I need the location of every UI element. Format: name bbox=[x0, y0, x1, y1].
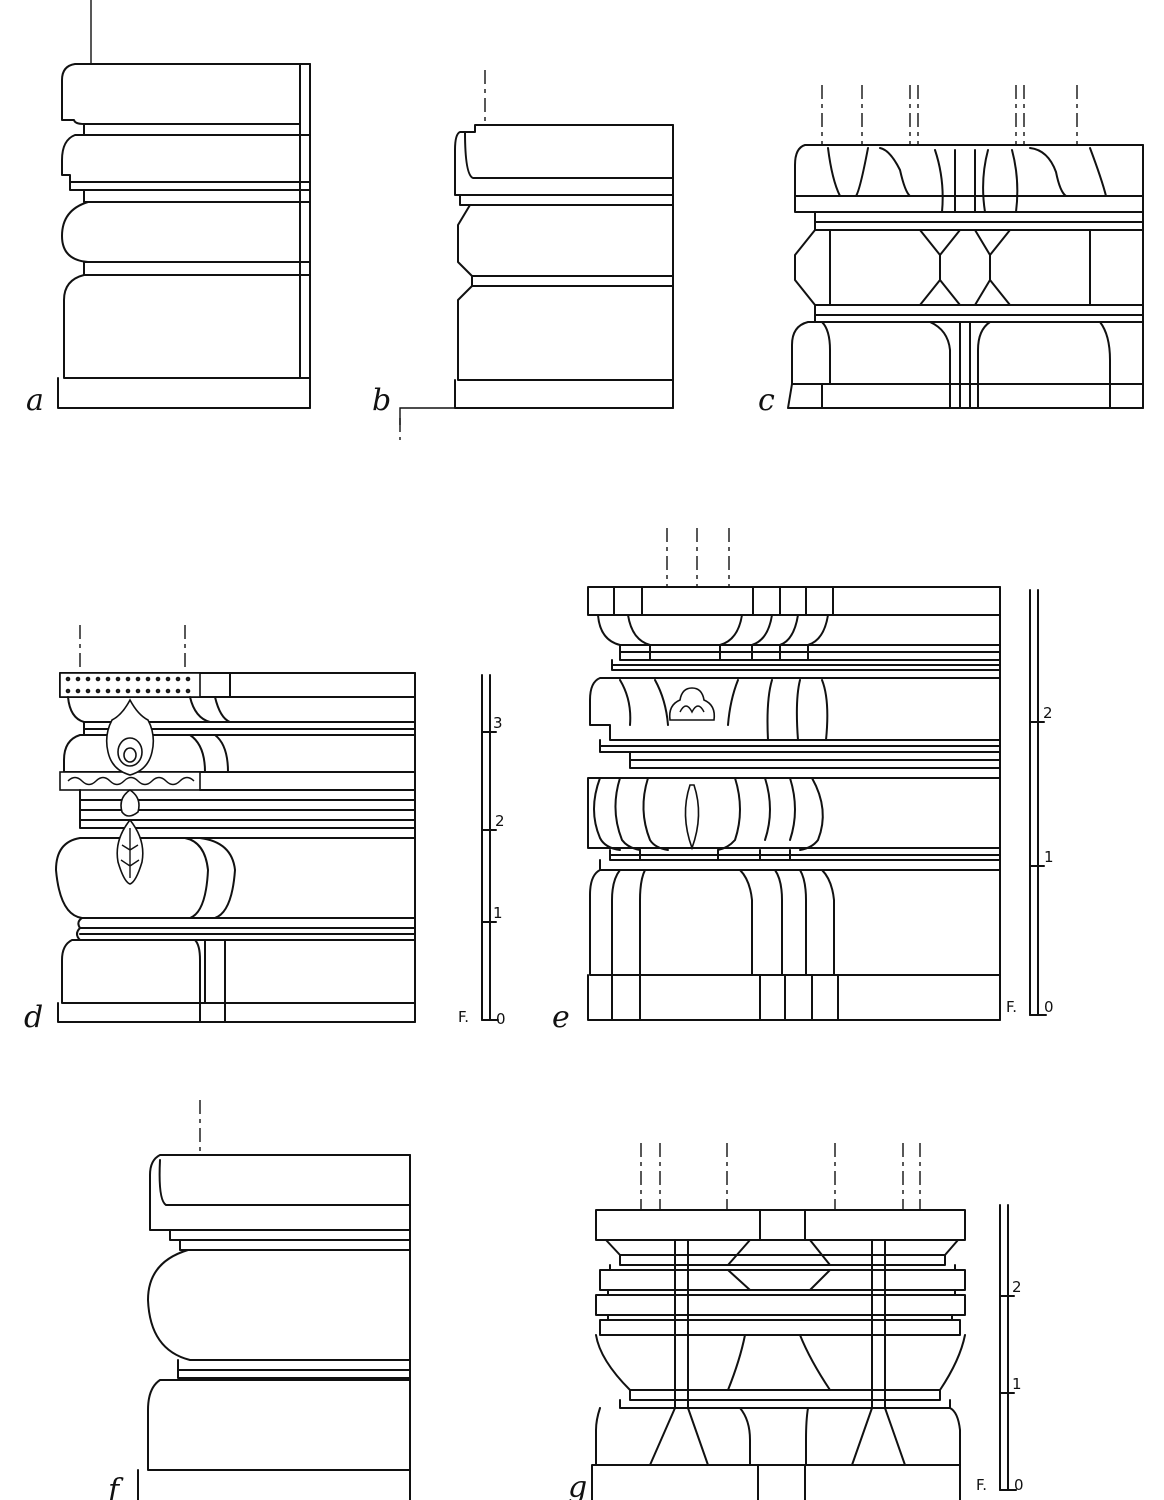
molding-profile-a bbox=[57, 0, 311, 409]
scale-d-zero: 0 bbox=[496, 1010, 506, 1028]
scale-bar-g bbox=[999, 1204, 1017, 1491]
scale-e-tick-1: 1 bbox=[1044, 848, 1054, 866]
molding-profile-d bbox=[55, 625, 416, 1023]
scale-d-prefix: F. bbox=[458, 1008, 469, 1026]
figure-label-f: f bbox=[106, 1473, 124, 1500]
scale-e-tick-2: 2 bbox=[1043, 704, 1053, 722]
molding-profile-b bbox=[399, 70, 674, 440]
scale-g-tick-1: 1 bbox=[1012, 1375, 1022, 1393]
scale-g-zero: 0 bbox=[1014, 1476, 1024, 1494]
scale-e-zero: 0 bbox=[1044, 998, 1054, 1016]
scale-e-prefix: F. bbox=[1006, 998, 1017, 1016]
molding-profile-f bbox=[137, 1100, 411, 1500]
scale-g-tick-2: 2 bbox=[1012, 1278, 1022, 1296]
molding-profile-g bbox=[591, 1143, 966, 1500]
figure-label-d: d bbox=[24, 1000, 43, 1035]
palmette-ornament bbox=[668, 687, 716, 721]
figure-label-b: b bbox=[372, 383, 391, 418]
scale-bar-d bbox=[481, 674, 499, 1021]
beaded-band-ornament bbox=[59, 672, 201, 698]
scale-d-tick-3: 3 bbox=[493, 714, 503, 732]
bead-row bbox=[65, 676, 191, 694]
scale-g-prefix: F. bbox=[976, 1476, 987, 1494]
molding-profile-e bbox=[587, 528, 1001, 1021]
pendant-ornament bbox=[105, 698, 155, 885]
molding-profile-c bbox=[787, 85, 1144, 409]
scale-d-tick-2: 2 bbox=[495, 812, 505, 830]
figure-label-c: c bbox=[758, 383, 775, 418]
scale-bar-e bbox=[1029, 589, 1047, 1016]
figure-label-g: g bbox=[568, 1470, 587, 1500]
figure-label-e: e bbox=[552, 1000, 570, 1035]
figure-label-a: a bbox=[26, 383, 44, 418]
scale-d-tick-1: 1 bbox=[493, 904, 503, 922]
